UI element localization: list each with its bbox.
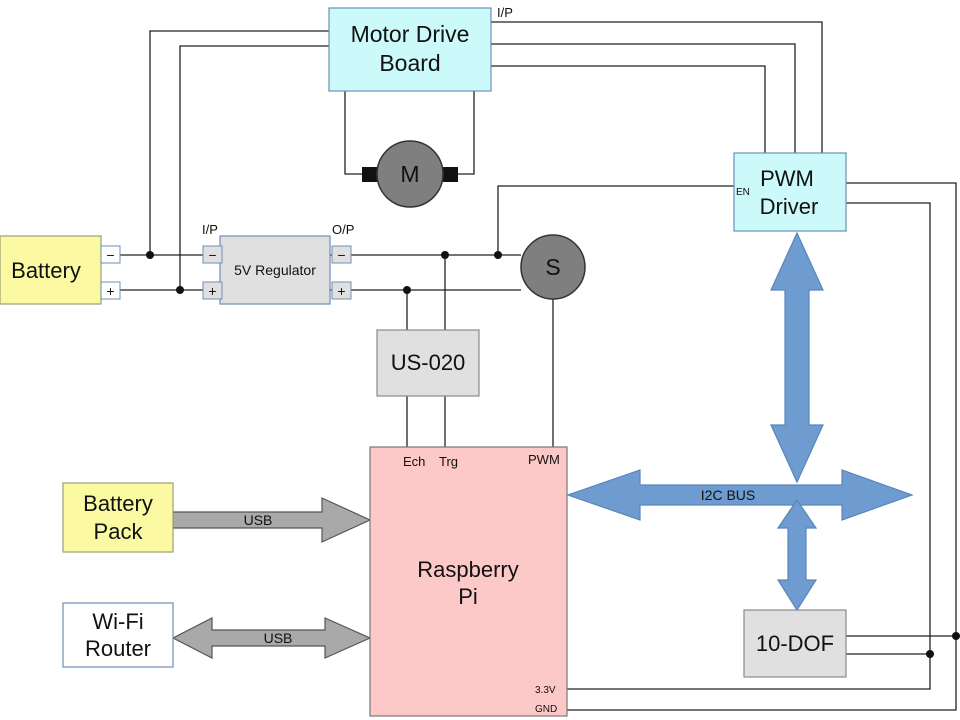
motor-drive-ip-label: I/P <box>497 5 513 20</box>
wire-battery-to-mdb-1 <box>149 30 329 255</box>
i2c-arrow-vertical <box>770 231 824 484</box>
raspberry-pi-trigger-label: Trg <box>439 454 458 469</box>
pwm-driver-label-2: Driver <box>760 194 819 219</box>
wires <box>120 21 960 711</box>
battery-minus-terminal <box>100 245 121 264</box>
battery-pack-label-2: Pack <box>94 519 144 544</box>
raspberry-pi-3v3-label: 3.3V <box>535 685 556 696</box>
regulator: 5V Regulator − + − + I/P O/P <box>202 222 354 305</box>
motor-drive-board-label-2: Board <box>379 50 440 76</box>
battery-minus-sign: − <box>106 247 114 263</box>
i2c-arrow-imu <box>776 498 818 612</box>
motor-body <box>376 140 444 208</box>
junction-dot <box>146 251 154 259</box>
wire-mdb-ip-1 <box>491 21 823 153</box>
wire-mdb-to-motor-right <box>455 91 475 175</box>
wire-mdb-to-motor-left <box>344 91 365 175</box>
battery-plus-terminal <box>100 281 121 300</box>
wire-pwm-enable <box>497 185 734 255</box>
junction-dots <box>146 251 960 658</box>
motor-terminal-left <box>362 167 378 182</box>
raspberry-pi-label-1: Raspberry <box>417 557 518 582</box>
raspberry-pi-pwm-label: PWM <box>528 452 560 467</box>
battery-box <box>0 235 102 305</box>
wifi-router: Wi-Fi Router <box>62 602 174 668</box>
sonar-sensor: US-020 <box>376 329 480 397</box>
raspberry-pi-echo-label: Ech <box>403 454 425 469</box>
battery: Battery − + <box>0 235 121 305</box>
battery-label: Battery <box>11 258 81 283</box>
regulator-ip-label: I/P <box>202 222 218 237</box>
junction-dot <box>403 286 411 294</box>
motor-drive-board-box <box>328 7 492 92</box>
servo-label: S <box>545 254 560 280</box>
regulator-in-minus-sign: − <box>208 247 216 263</box>
motor-drive-board: Motor Drive Board <box>328 7 492 92</box>
battery-pack-label-1: Battery <box>83 491 153 516</box>
pwm-driver-en-label: EN <box>736 187 750 198</box>
regulator-out-minus-sign: − <box>337 247 345 263</box>
i2c-bus-label: I2C BUS <box>701 487 755 503</box>
motor-terminal-right <box>442 167 458 182</box>
regulator-op-label: O/P <box>332 222 354 237</box>
regulator-in-plus-sign: + <box>208 283 216 299</box>
pwm-driver-label-1: PWM <box>760 166 814 191</box>
motor-label: M <box>400 161 419 187</box>
wifi-router-box <box>62 602 174 668</box>
regulator-in-plus-terminal <box>202 281 223 300</box>
i2c-arrow-horizontal <box>566 469 914 521</box>
junction-dot <box>176 286 184 294</box>
regulator-in-minus-terminal <box>202 245 223 264</box>
motor: M <box>362 140 458 208</box>
battery-pack-box <box>62 482 174 553</box>
wire-pwm-rail-inner <box>567 202 931 690</box>
junction-dot <box>441 251 449 259</box>
regulator-box <box>219 235 331 305</box>
wire-battery-to-mdb-2 <box>179 45 329 290</box>
usb-label-battery-pack: USB <box>244 512 273 528</box>
servo-body <box>520 234 586 300</box>
usb-label-wifi: USB <box>264 630 293 646</box>
sonar-label: US-020 <box>391 350 466 375</box>
sonar-box <box>376 329 480 397</box>
motor-drive-board-label-1: Motor Drive <box>351 21 470 47</box>
wifi-router-label-2: Router <box>85 636 151 661</box>
junction-dot <box>926 650 934 658</box>
imu-box <box>743 609 847 678</box>
imu-label: 10-DOF <box>756 631 834 656</box>
wire-mdb-ip-3 <box>491 65 766 153</box>
imu-10dof: 10-DOF <box>743 609 847 678</box>
wire-pwm-rail-outer <box>567 182 957 711</box>
wifi-router-label-1: Wi-Fi <box>92 609 143 634</box>
raspberry-pi: Raspberry Pi Ech Trg PWM 3.3V GND <box>369 446 568 717</box>
regulator-label: 5V Regulator <box>234 262 316 278</box>
regulator-out-plus-terminal <box>331 281 352 300</box>
junction-dot <box>952 632 960 640</box>
servo: S <box>520 234 586 300</box>
regulator-out-plus-sign: + <box>337 283 345 299</box>
battery-plus-sign: + <box>106 283 114 299</box>
junction-dot <box>494 251 502 259</box>
usb-arrow-battery-pack <box>172 497 372 543</box>
pwm-driver-box <box>733 152 847 232</box>
raspberry-pi-box <box>369 446 568 717</box>
raspberry-pi-gnd-label: GND <box>535 704 557 715</box>
battery-pack: Battery Pack <box>62 482 174 553</box>
raspberry-pi-label-2: Pi <box>458 584 478 609</box>
regulator-out-minus-terminal <box>331 245 352 264</box>
pwm-driver: PWM Driver EN <box>733 152 847 232</box>
wire-mdb-ip-2 <box>491 43 796 153</box>
